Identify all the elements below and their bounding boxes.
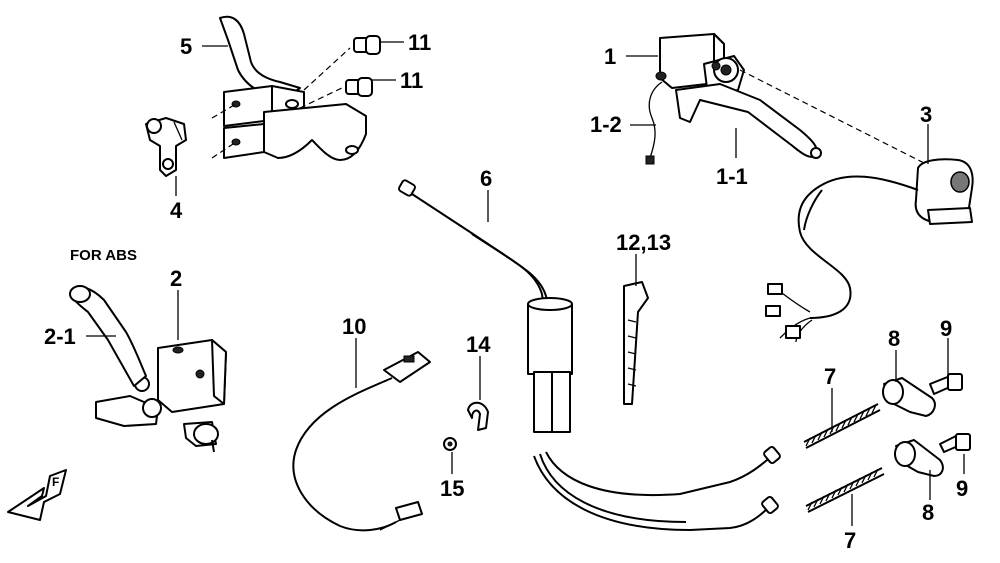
callout-9-lower: 9: [956, 476, 968, 501]
callout-7-lower: 7: [844, 528, 856, 553]
handlebar-switch-part-3: [765, 158, 974, 343]
callout-9-upper: 9: [940, 316, 952, 341]
bolt-part-11-lower: [345, 77, 373, 97]
bolt-part-9-upper: [929, 373, 963, 395]
bolt-part-9-lower: [939, 433, 971, 453]
cable-end-part-8-lower: [894, 439, 944, 477]
callout-1-2: 1-2: [590, 112, 622, 137]
bolt-part-11-upper: [353, 35, 381, 55]
lever-bracket-part-5: [211, 15, 367, 161]
callout-2: 2: [170, 266, 182, 291]
direction-letter: F: [52, 475, 59, 489]
callout-1-1: 1-1: [716, 164, 748, 189]
callout-10: 10: [342, 314, 366, 339]
screw-part-15: [443, 437, 457, 451]
throttle-cable-part-6: [398, 179, 781, 532]
section-label-for-abs: FOR ABS: [70, 247, 137, 264]
callout-15: 15: [440, 476, 464, 501]
cable-tie-part-12-13: [623, 281, 649, 405]
callout-1: 1: [604, 44, 616, 69]
callout-8-lower: 8: [922, 500, 934, 525]
master-cylinder-part-1: [655, 33, 822, 159]
callout-4: 4: [170, 198, 183, 223]
cable-end-part-8-upper: [882, 377, 936, 417]
spring-part-7-upper: [803, 403, 881, 449]
leader-lines: [86, 41, 965, 526]
callout-2-1: 2-1: [44, 324, 76, 349]
callout-7-upper: 7: [824, 364, 836, 389]
callout-6: 6: [480, 166, 492, 191]
callout-12-13: 12,13: [616, 230, 671, 255]
wire-connector: [645, 155, 655, 165]
callout-14: 14: [466, 332, 491, 357]
switch-wire-part-1-2: [648, 81, 663, 159]
front-direction-mark: F: [7, 469, 67, 521]
callout-3: 3: [920, 102, 932, 127]
callout-8-upper: 8: [888, 326, 900, 351]
spring-part-7-lower: [805, 467, 885, 513]
switch-cable-part-10: [292, 351, 431, 532]
abs-master-cylinder-part-2: [69, 285, 227, 453]
callout-11-upper: 11: [408, 30, 431, 55]
callout-11-lower: 11: [400, 68, 423, 93]
cable-clamp-part-14: [467, 401, 489, 431]
switch-bracket-part-4: [145, 117, 187, 177]
callout-5: 5: [180, 34, 192, 59]
